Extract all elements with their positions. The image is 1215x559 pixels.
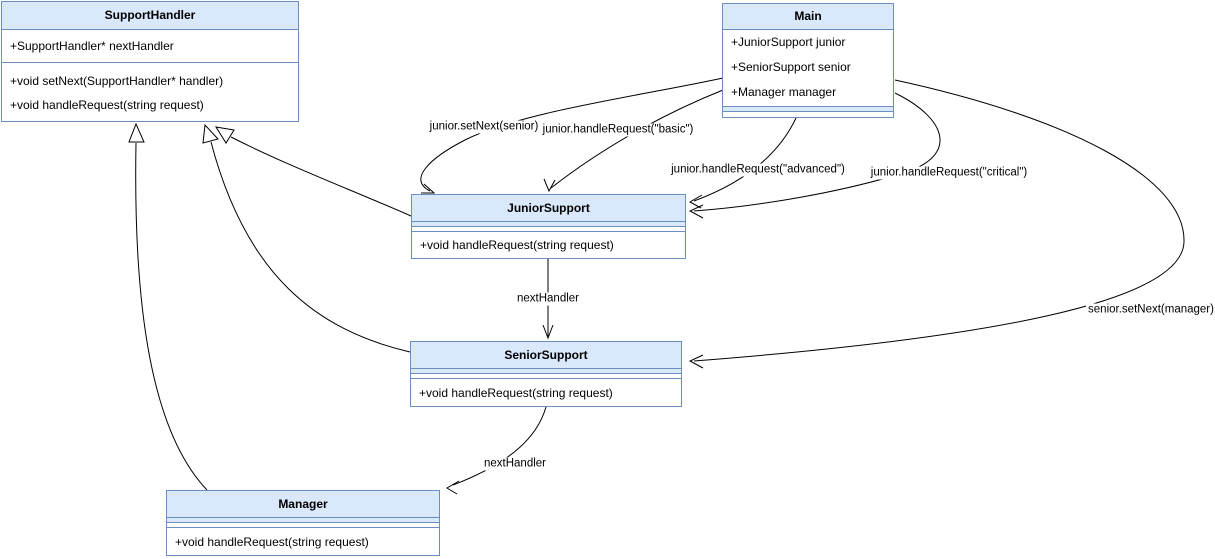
- class-juniorsupport[interactable]: JuniorSupport +void handleRequest(string…: [411, 194, 686, 259]
- attributes-compartment: +SupportHandler* nextHandler: [2, 30, 298, 63]
- edge-label-junior-basic: junior.handleRequest("basic"): [540, 123, 696, 137]
- class-title: SeniorSupport: [411, 342, 681, 369]
- class-title: SupportHandler: [2, 2, 298, 30]
- edge-label-junior-setnext: junior.setNext(senior): [427, 120, 541, 134]
- methods-compartment: +void handleRequest(string request): [412, 232, 685, 258]
- class-method: +void handleRequest(string request): [10, 98, 204, 112]
- divider-strip: [723, 107, 893, 112]
- class-supporthandler[interactable]: SupportHandler +SupportHandler* nextHand…: [1, 1, 299, 122]
- edge-label-nexthandler-top: nextHandler: [514, 292, 582, 306]
- class-title: JuniorSupport: [412, 195, 685, 222]
- edge-senior-setnext[interactable]: [688, 79, 1185, 369]
- edge-label-senior-setnext: senior.setNext(manager): [1086, 303, 1215, 317]
- edge-inheritance-juniorsupport[interactable]: [214, 126, 412, 217]
- class-method: +void handleRequest(string request): [419, 385, 613, 400]
- class-method: +void handleRequest(string request): [420, 238, 614, 252]
- edge-label-junior-critical: junior.handleRequest("critical"): [868, 166, 1030, 180]
- methods-compartment: +void handleRequest(string request): [167, 528, 439, 555]
- divider-strip: [412, 222, 685, 227]
- attributes-compartment-empty: [412, 227, 685, 232]
- class-method: +void handleRequest(string request): [175, 534, 369, 549]
- edge-label-nexthandler-bottom: nextHandler: [481, 457, 549, 471]
- divider-strip: [167, 518, 439, 523]
- edge-inheritance-seniorsupport[interactable]: [202, 123, 411, 353]
- class-method: +void setNext(SupportHandler* handler): [10, 74, 224, 88]
- class-manager[interactable]: Manager +void handleRequest(string reque…: [166, 490, 440, 556]
- attributes-compartment: +JuniorSupport junior +SeniorSupport sen…: [723, 30, 893, 107]
- edge-nexthandler-senior-manager[interactable]: [446, 406, 547, 495]
- attributes-compartment-empty: [167, 523, 439, 528]
- class-title: Manager: [167, 491, 439, 518]
- edge-label-junior-advanced: junior.handleRequest("advanced"): [669, 163, 847, 177]
- class-attribute: +SupportHandler* nextHandler: [10, 39, 174, 53]
- methods-compartment-empty: [723, 112, 893, 116]
- class-seniorsupport[interactable]: SeniorSupport +void handleRequest(string…: [410, 341, 682, 407]
- divider-strip: [411, 369, 681, 374]
- class-title: Main: [723, 4, 893, 30]
- class-attribute: +SeniorSupport senior: [731, 60, 851, 74]
- class-attribute: +Manager manager: [731, 85, 837, 99]
- methods-compartment: +void setNext(SupportHandler* handler) +…: [2, 63, 298, 117]
- class-main[interactable]: Main +JuniorSupport junior +SeniorSuppor…: [722, 3, 894, 118]
- class-attribute: +JuniorSupport junior: [731, 35, 846, 49]
- attributes-compartment-empty: [411, 374, 681, 379]
- methods-compartment: +void handleRequest(string request): [411, 379, 681, 406]
- edge-inheritance-manager[interactable]: [128, 122, 208, 491]
